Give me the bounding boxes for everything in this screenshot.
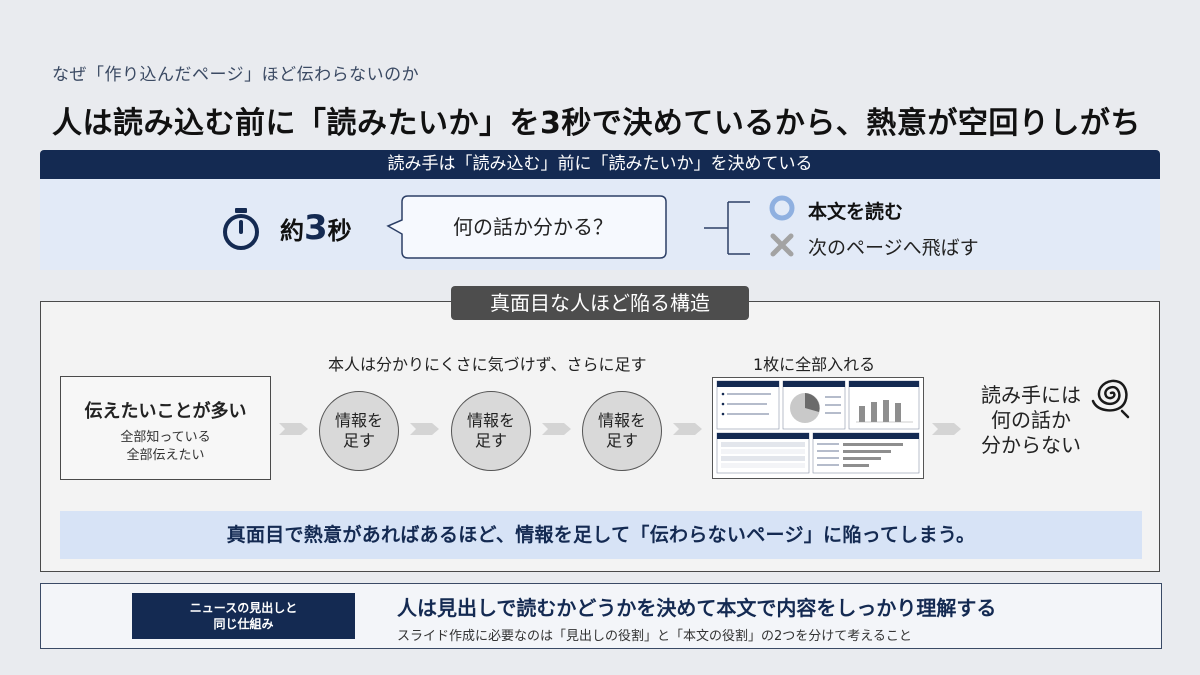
arrow-icon xyxy=(410,423,439,435)
many-things-box: 伝えたいことが多い 全部知っている全部伝えたい xyxy=(60,376,271,480)
circle-icon xyxy=(769,195,795,221)
onepage-note: 1枚に全部入れる xyxy=(753,355,876,374)
add-info-step: 情報を足す xyxy=(451,391,531,471)
news-headline-tag: ニュースの見出しと 同じ仕組み xyxy=(132,593,355,639)
three-seconds-label: 約3秒 xyxy=(280,208,352,248)
stopwatch-icon xyxy=(223,208,259,250)
add-info-step: 情報を足す xyxy=(582,391,662,471)
page-title: 人は読み込む前に「読みたいか」を3秒で決めているから、熱意が空回りしがち xyxy=(52,106,1141,141)
conclusion-banner: 真面目で熱意があればあるほど、情報を足して「伝わらないページ」に陥ってしまう。 xyxy=(60,511,1142,559)
cross-icon xyxy=(770,233,794,257)
branch-bracket xyxy=(704,201,750,255)
arrow-icon xyxy=(279,423,308,435)
speech-bubble-text: 何の話か分かる？ xyxy=(453,215,613,239)
top-panel-header: 読み手は「読み込む」前に「読みたいか」を決めている xyxy=(40,150,1160,179)
option-skip-page: 次のページへ飛ばす xyxy=(808,237,979,259)
arrow-icon xyxy=(673,423,702,435)
structure-label: 真面目な人ほど陥る構造 xyxy=(451,286,749,320)
add-info-step: 情報を足す xyxy=(319,391,399,471)
speech-bubble-shape xyxy=(386,195,667,259)
step-note: 本人は分かりにくさに気づけず、さらに足す xyxy=(328,355,647,374)
reader-confused-text: 読み手には 何の話か 分からない xyxy=(981,383,1081,457)
crowded-slide-thumbnail xyxy=(712,377,924,479)
arrow-icon xyxy=(542,423,571,435)
bottom-main-text: 人は見出しで読むかどうかを決めて本文で内容をしっかり理解する xyxy=(397,596,997,620)
bottom-sub-text: スライド作成に必要なのは「見出しの役割」と「本文の役割」の2つを分けて考えること xyxy=(397,629,912,644)
many-things-title: 伝えたいことが多い xyxy=(84,401,247,422)
many-things-sub: 全部知っている全部伝えたい xyxy=(120,430,211,463)
arrow-icon xyxy=(932,423,961,435)
slide-thumbnail-graphic xyxy=(716,380,920,474)
subtitle: なぜ「作り込んだページ」ほど伝わらないのか xyxy=(52,65,420,85)
option-read-body: 本文を読む xyxy=(808,201,904,223)
dizzy-icon xyxy=(1091,379,1130,419)
